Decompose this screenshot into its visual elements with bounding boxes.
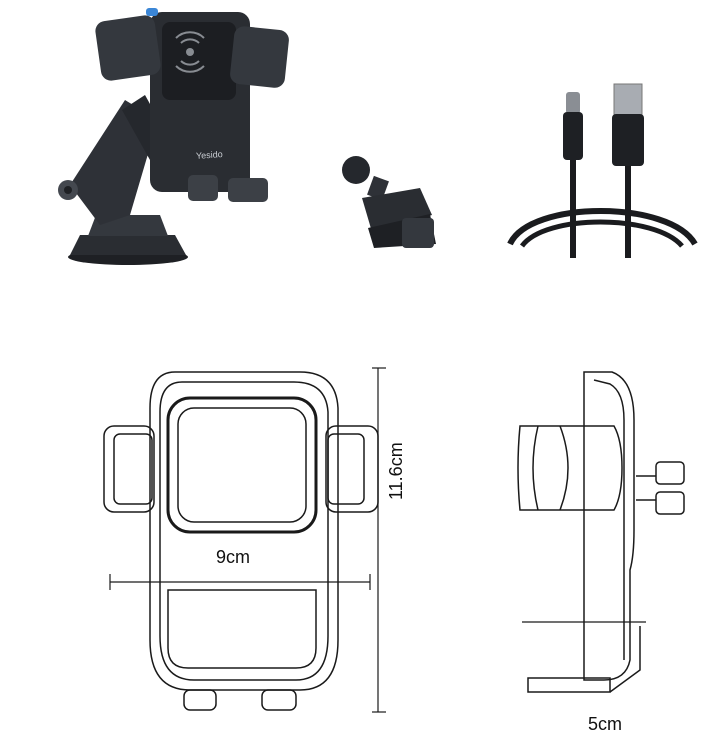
car-mount-suction-holder — [58, 8, 289, 265]
brand-logo: Yesido — [195, 149, 224, 161]
front-view-drawing — [103, 371, 379, 711]
width-label: 9cm — [216, 547, 251, 567]
height-label: 11.6cm — [386, 442, 406, 500]
wireless-charging-icon — [175, 31, 205, 73]
left-foot — [183, 689, 217, 711]
height-dimension-line — [372, 367, 386, 713]
usb-c-cable — [507, 83, 698, 258]
left-clamp — [103, 425, 155, 513]
holder-outline — [149, 371, 339, 691]
width-dimension-line — [109, 574, 371, 590]
air-vent-clip — [342, 156, 436, 248]
right-foot — [261, 689, 297, 711]
depth-label: 5cm — [588, 714, 623, 734]
side-view-drawing — [517, 371, 685, 693]
charging-pad-window — [166, 396, 318, 534]
right-clamp — [325, 425, 379, 513]
